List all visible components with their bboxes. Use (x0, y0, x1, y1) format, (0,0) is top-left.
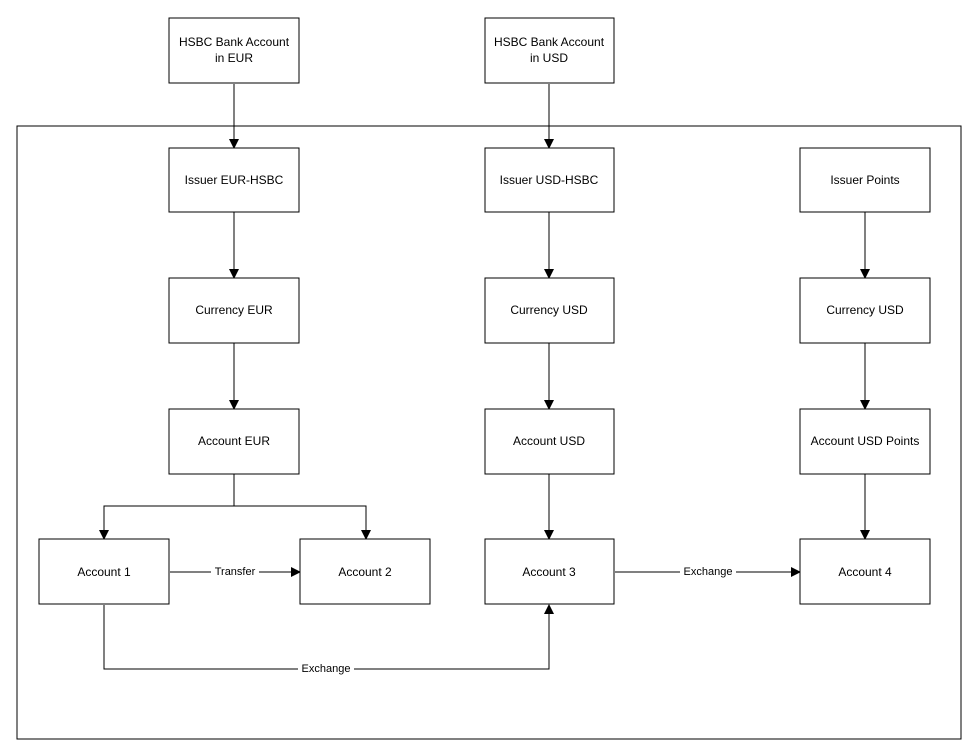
node-issuer-eur-hsbc-label: Issuer EUR-HSBC (185, 173, 284, 187)
edge-label-exchange-3-4: Exchange (684, 566, 733, 578)
node-account-1: Account 1 (38, 538, 170, 605)
node-currency-usd-hsbc: Currency USD (484, 277, 615, 344)
node-account-usd-points-label: Account USD Points (811, 434, 920, 448)
edge-label-transfer: Transfer (215, 566, 256, 578)
node-currency-eur: Currency EUR (168, 277, 300, 344)
node-account-1-label: Account 1 (77, 565, 131, 579)
node-currency-usd-points-label: Currency USD (826, 303, 904, 317)
node-account-3-label: Account 3 (522, 565, 576, 579)
node-account-3: Account 3 (484, 538, 615, 605)
edge-label-exchange-1-3: Exchange (302, 663, 351, 675)
node-account-2: Account 2 (299, 538, 431, 605)
node-issuer-usd-hsbc: Issuer USD-HSBC (484, 147, 615, 213)
node-account-usd-points: Account USD Points (799, 408, 931, 475)
node-account-4-label: Account 4 (838, 565, 892, 579)
node-currency-eur-label: Currency EUR (195, 303, 273, 317)
node-account-2-label: Account 2 (338, 565, 392, 579)
edge-account-eur-to-account-1 (99, 474, 235, 540)
node-issuer-eur-hsbc: Issuer EUR-HSBC (168, 147, 300, 213)
edge-labels: Transfer Exchange Exchange (211, 565, 736, 677)
node-account-usd-label: Account USD (513, 434, 585, 448)
node-currency-usd-hsbc-label: Currency USD (510, 303, 588, 317)
node-account-4: Account 4 (799, 538, 931, 605)
node-issuer-usd-hsbc-label: Issuer USD-HSBC (500, 173, 599, 187)
edge-account-eur-to-account-2 (234, 505, 371, 540)
node-issuer-points-label: Issuer Points (830, 173, 899, 187)
node-issuer-points: Issuer Points (799, 147, 931, 213)
node-account-eur: Account EUR (168, 408, 300, 475)
node-currency-usd-points: Currency USD (799, 277, 931, 344)
node-account-eur-label: Account EUR (198, 434, 270, 448)
ledger-container (16, 125, 962, 740)
edge-account-1-to-account-3 (103, 604, 554, 670)
node-account-usd: Account USD (484, 408, 615, 475)
